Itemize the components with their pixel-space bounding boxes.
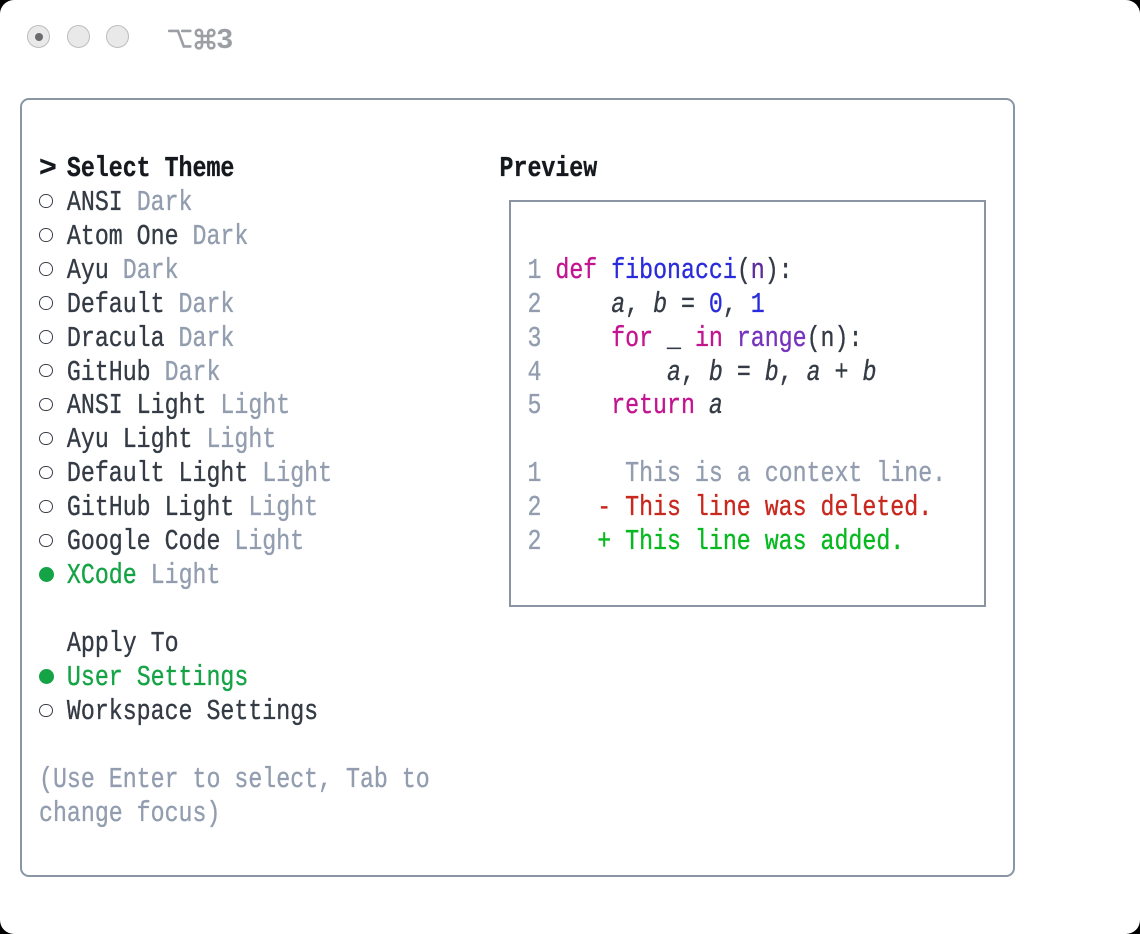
svg-text:3: 3 xyxy=(216,25,233,52)
